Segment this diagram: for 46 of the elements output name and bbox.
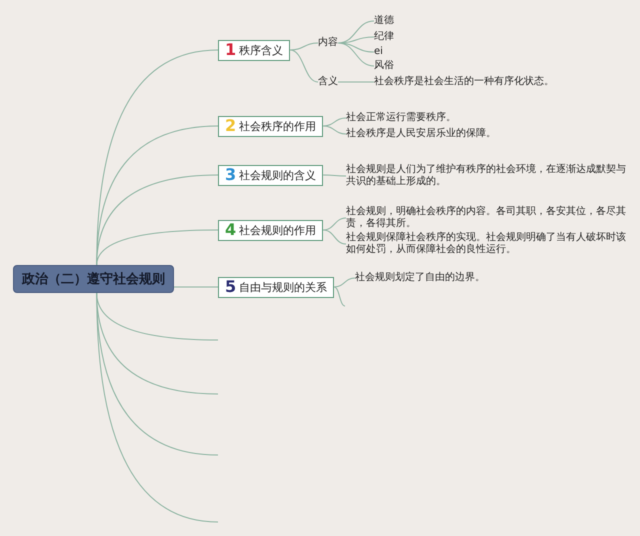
branch-text: 纪律 bbox=[374, 31, 394, 43]
branch-text: 社会规则划定了自由的边界。 bbox=[355, 272, 485, 284]
topic-box bbox=[218, 276, 334, 298]
branch-text: 道德 bbox=[374, 15, 394, 27]
branch-text: ei bbox=[374, 46, 383, 58]
topic-title: 自由与规则的关系 bbox=[239, 280, 328, 294]
branch-text: 社会规则保障社会秩序的实现。社会规则明确了当有人破坏时该如何处罚，从而保障社会的良性运行。 bbox=[346, 232, 632, 256]
branch-line bbox=[322, 230, 346, 244]
topic-box bbox=[218, 116, 324, 136]
branch-text: 社会秩序是人民安居乐业的保障。 bbox=[346, 128, 496, 140]
branch-line bbox=[322, 174, 346, 176]
branch-line bbox=[334, 278, 356, 288]
topic-title: 社会秩序的作用 bbox=[239, 118, 316, 134]
branch-line bbox=[338, 42, 374, 66]
branch-line bbox=[334, 286, 346, 306]
topic-title: 社会规则的含义 bbox=[239, 168, 316, 182]
central-topic: 政治（二）遵守社会规则 bbox=[13, 265, 174, 293]
branch-line bbox=[96, 292, 218, 522]
branch-text: 社会规则是人们为了维护有秩序的社会环境，在逐渐达成默契与共识的基础上形成的。 bbox=[346, 164, 632, 188]
topic-number: 3 bbox=[225, 167, 236, 183]
branch-line bbox=[322, 126, 346, 134]
branch-line bbox=[290, 42, 318, 50]
branch-text: 社会规则，明确社会秩序的内容。各司其职，各安其位，各尽其责，各得其所。 bbox=[346, 206, 632, 230]
topic-box bbox=[218, 220, 324, 240]
topic-title: 秩序含义 bbox=[239, 42, 284, 58]
branch-text: 社会正常运行需要秩序。 bbox=[346, 112, 456, 124]
topic-box bbox=[218, 164, 324, 186]
branch-line bbox=[96, 230, 218, 266]
topic-number: 4 bbox=[225, 222, 236, 238]
branch-text: 社会秩序是社会生活的一种有序化状态。 bbox=[374, 76, 554, 88]
branch-line bbox=[96, 292, 218, 394]
branch-line bbox=[96, 292, 218, 456]
topic-title: 社会规则的作用 bbox=[239, 222, 316, 238]
topic-number: 2 bbox=[225, 118, 236, 134]
branch-line bbox=[290, 50, 318, 82]
branch-line bbox=[96, 126, 218, 266]
branch-text: 风俗 bbox=[374, 60, 394, 72]
branch-text: 含义 bbox=[318, 76, 338, 88]
topic-number: 5 bbox=[225, 279, 236, 295]
branch-text: 内容 bbox=[318, 37, 338, 49]
branch-line bbox=[322, 218, 346, 230]
topic-box bbox=[218, 40, 290, 60]
topic-number: 1 bbox=[225, 42, 236, 58]
branch-line bbox=[174, 286, 218, 288]
branch-line bbox=[96, 174, 218, 266]
branch-line bbox=[96, 292, 218, 340]
